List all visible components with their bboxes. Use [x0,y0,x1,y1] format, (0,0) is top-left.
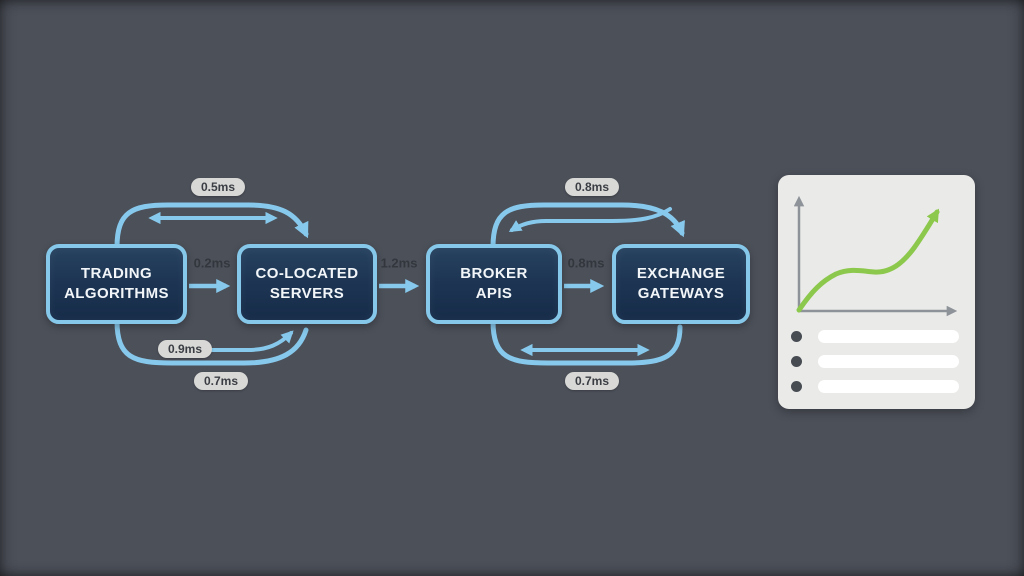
curved-arrow-bottom-left [204,330,294,352]
node-label-line: SERVERS [269,285,345,302]
node-label-line: CO-LOCATED [255,264,359,282]
latency-pill-top-right: 0.8ms [564,178,620,196]
list-bar [818,379,959,393]
latency-pill-bottom-left-outer: 0.7ms [193,372,249,390]
latency-label-mid-center: 1.2ms [380,255,418,271]
list-bullet-icon [791,380,802,392]
list-bullet-icon [791,330,802,342]
arc-top-left [114,202,309,250]
list-bullet-icon [791,355,802,367]
latency-label-mid-left: 0.2ms [193,255,231,271]
latency-label-mid-right: 0.8ms [567,255,605,271]
node-label-line: BROKER [460,264,528,282]
list-item [791,328,959,344]
latency-pill-bottom-right: 0.7ms [564,372,620,390]
node-exchange-gateways: EXCHANGE GATEWAYS [612,244,750,324]
list-bar [818,329,959,343]
node-label-line: EXCHANGE [636,264,726,282]
node-label-line: GATEWAYS [637,285,725,302]
list-item [791,353,959,369]
arc-bottom-left [114,318,309,366]
latency-pill-top-left: 0.5ms [190,178,246,196]
list-bar [818,354,959,368]
node-label-line: APIS [475,285,513,302]
node-label-line: ALGORITHMS [64,285,169,302]
arc-bottom-right [490,318,683,366]
latency-pill-bottom-left-inner: 0.9ms [157,340,213,358]
node-co-located-servers: CO-LOCATED SERVERS [237,244,377,324]
growth-line-chart-icon [793,195,958,317]
arc-top-right-outer [490,202,685,250]
arc-top-right-inner [508,207,672,232]
node-label-line: TRADING [80,264,153,282]
node-broker-apis: BROKER APIS [426,244,562,324]
chart-growth-curve [796,208,940,313]
report-card [778,175,975,409]
node-trading-algorithms: TRADING ALGORITHMS [46,244,187,324]
placeholder-list [791,328,959,394]
list-item [791,378,959,394]
